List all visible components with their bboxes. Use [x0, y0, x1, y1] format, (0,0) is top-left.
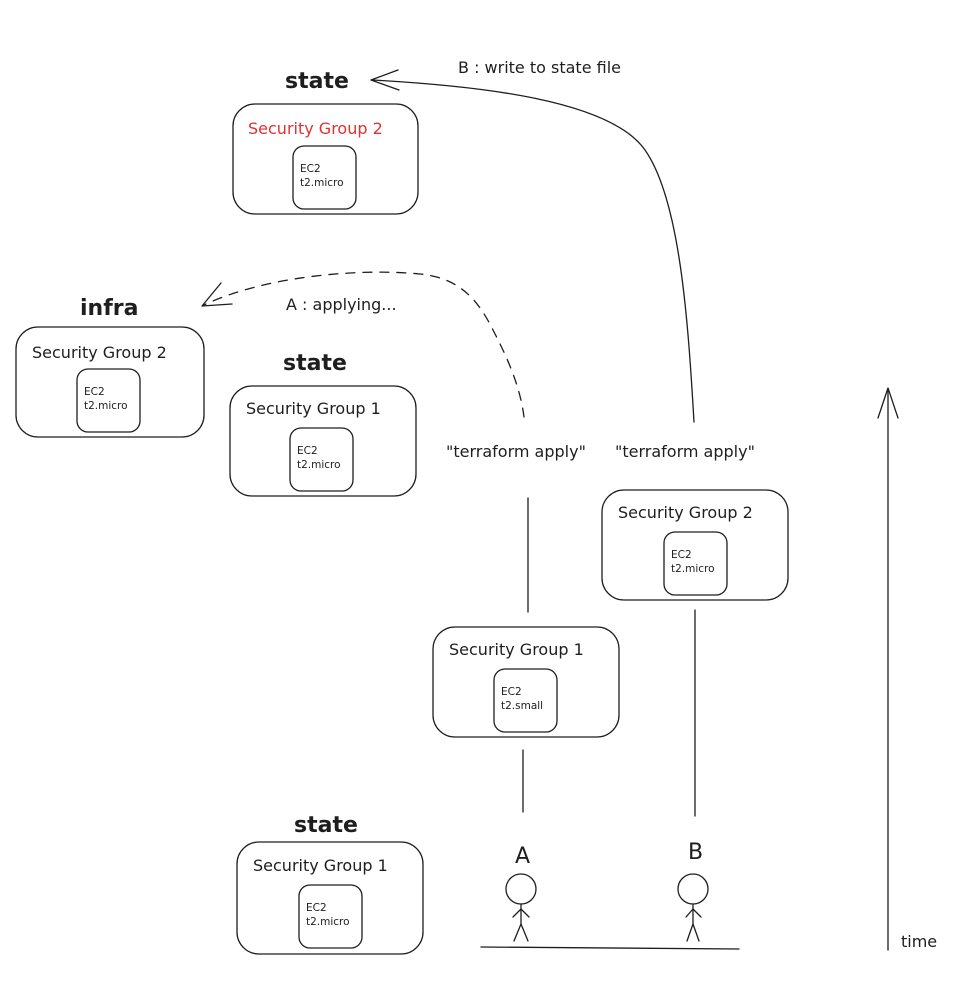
- title-change-a: Security Group 1: [449, 640, 584, 659]
- ground-line: [480, 946, 740, 950]
- ec2-box-change-b: [663, 531, 728, 596]
- box-state-top: [232, 103, 419, 215]
- person-b-label: B: [688, 840, 704, 865]
- title-state-bottom: Security Group 1: [253, 856, 388, 875]
- title-state-mid: Security Group 1: [246, 399, 381, 418]
- arrow-b-write: [371, 79, 695, 423]
- heading-state-mid: state: [283, 351, 347, 376]
- time-axis-label: time: [901, 932, 938, 951]
- ec2-box-state-bottom: [298, 884, 363, 949]
- annotation-a-applying: A : applying...: [286, 295, 397, 314]
- heading-infra: infra: [80, 296, 139, 321]
- box-change-b: [601, 489, 789, 601]
- title-change-b: Security Group 2: [618, 503, 753, 522]
- arrowhead-a-applying: [201, 282, 233, 307]
- heading-state-bottom: state: [294, 813, 358, 838]
- heading-state-top: state: [285, 69, 349, 94]
- annotation-apply-a: "terraform apply": [446, 442, 586, 461]
- arrow-a-applying: [203, 271, 525, 418]
- person-b-figure: [677, 873, 709, 942]
- box-change-a: [432, 626, 620, 738]
- time-axis-arrowhead: [877, 387, 899, 419]
- annotation-apply-b: "terraform apply": [615, 442, 755, 461]
- title-state-top: Security Group 2: [248, 119, 383, 138]
- ec2-box-change-a: [493, 668, 558, 733]
- person-a-figure: [505, 873, 537, 942]
- person-a-label: A: [515, 844, 531, 869]
- box-state-mid: [229, 385, 417, 497]
- ec2-box-infra: [76, 368, 141, 433]
- ec2-box-state-mid: [289, 427, 354, 492]
- ec2-box-state-top: [292, 145, 357, 210]
- annotation-b-write: B : write to state file: [458, 58, 621, 77]
- title-infra: Security Group 2: [32, 343, 167, 362]
- box-infra: [15, 326, 205, 438]
- box-state-bottom: [236, 841, 424, 955]
- arrowhead-b-write: [370, 69, 400, 91]
